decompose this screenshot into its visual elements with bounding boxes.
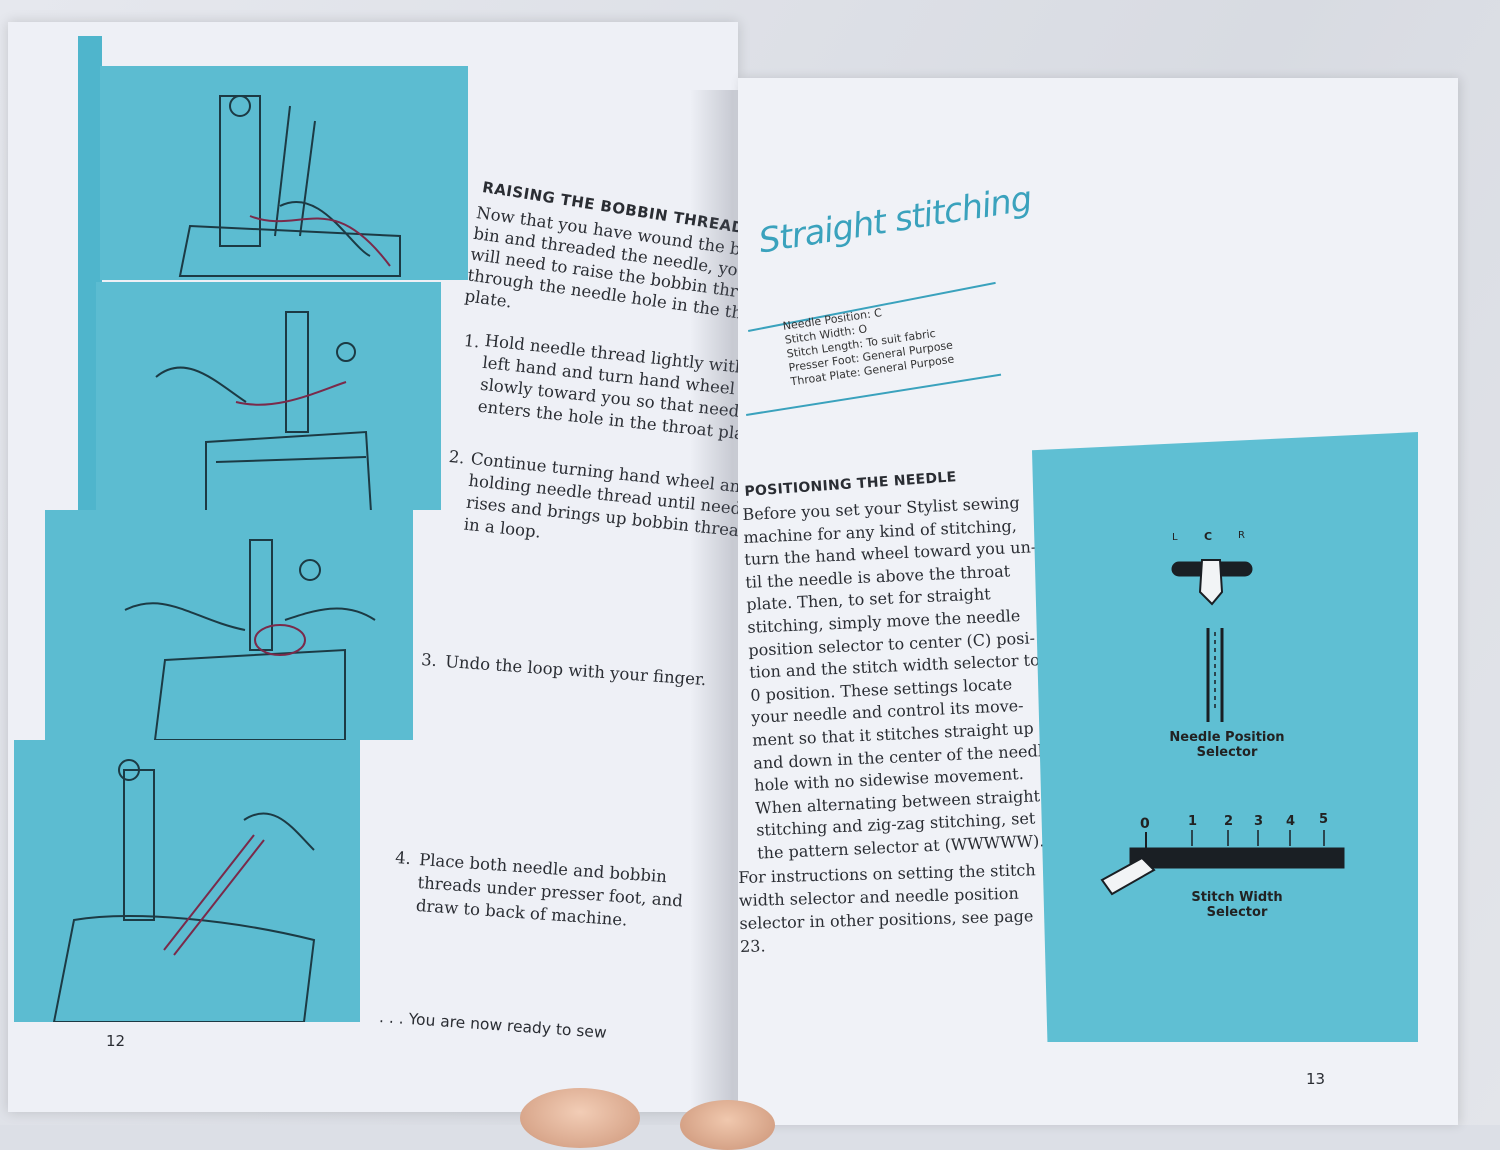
selector-illustration: [1100, 559, 1345, 896]
sewing-machine-drawing-4: [52, 759, 316, 1022]
illustration-panel-4: [14, 740, 360, 1022]
needle-selector-knob: [1198, 559, 1224, 606]
sewing-machine-drawing-1: [178, 95, 401, 277]
needle-label-r: R: [1238, 530, 1245, 541]
page-number-left: 12: [106, 1032, 126, 1050]
sewing-machine-drawing-3: [124, 539, 376, 740]
width-tick-0: 0: [1140, 816, 1150, 832]
width-tick-5: 5: [1319, 812, 1329, 827]
thumb: [520, 1088, 640, 1148]
finger: [680, 1100, 775, 1150]
illustration-panel-3: [45, 510, 413, 740]
step-2-number: 2.: [447, 446, 466, 468]
step-4-number: 4.: [394, 847, 412, 869]
needle-caption-line-2: Selector: [1196, 745, 1258, 760]
width-selector-lever: [1100, 856, 1156, 896]
width-tick-3: 3: [1254, 814, 1264, 829]
width-caption-line-2: Selector: [1206, 905, 1268, 920]
width-tick-4: 4: [1286, 814, 1296, 829]
needle-label-l: L: [1172, 532, 1178, 543]
width-selector-bar: [1129, 847, 1345, 869]
illustration-panel-2: [96, 282, 441, 510]
width-tick-1: 1: [1188, 814, 1198, 829]
note-paragraph: For instructions on setting the stitch w…: [738, 860, 1036, 956]
page-number-right: 13: [1306, 1070, 1326, 1088]
needle-caption-line-1: Needle Position: [1169, 730, 1285, 745]
needle-label-c: C: [1204, 530, 1213, 543]
step-1-number: 1.: [462, 330, 481, 352]
positioning-paragraph: Before you set your Stylist sewing machi…: [742, 492, 1053, 863]
step-3-number: 3.: [420, 649, 438, 671]
width-tick-2: 2: [1224, 814, 1234, 829]
sewing-machine-drawing-2: [155, 311, 372, 510]
illustration-panel-1: [100, 66, 468, 280]
width-caption-line-1: Stitch Width: [1191, 890, 1283, 905]
